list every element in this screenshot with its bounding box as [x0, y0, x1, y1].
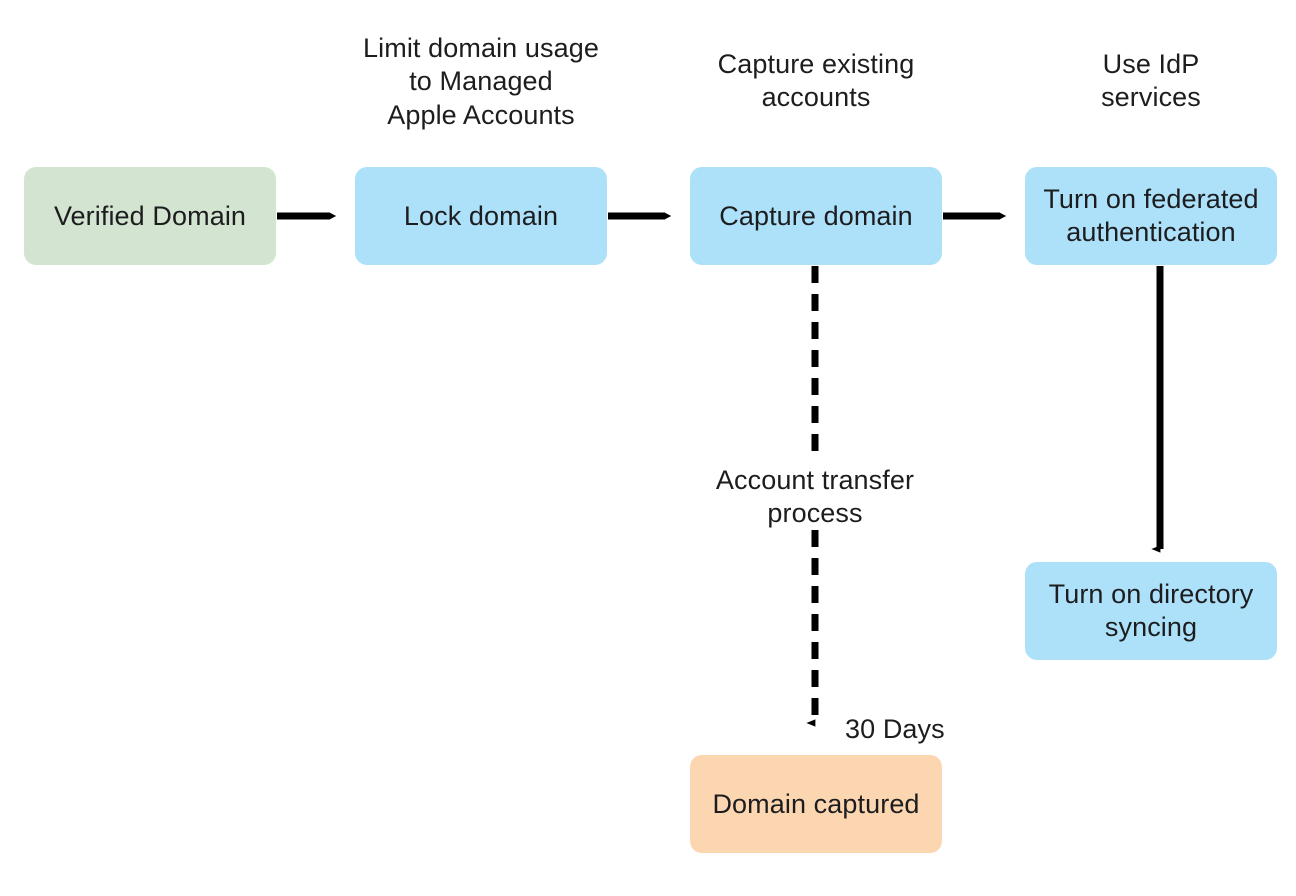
- caption-use-idp-services: Use IdP services: [1101, 49, 1201, 113]
- node-capture-domain[interactable]: Capture domain: [690, 167, 942, 265]
- node-domain-captured[interactable]: Domain captured: [690, 755, 942, 853]
- edge-label-account-transfer-process: Account transfer process: [715, 465, 915, 529]
- node-turn-on-directory-syncing[interactable]: Turn on directory syncing: [1025, 562, 1277, 660]
- node-lock-domain[interactable]: Lock domain: [355, 167, 607, 265]
- caption-capture-existing-accounts: Capture existing accounts: [717, 49, 915, 113]
- caption-limit-domain-usage: Limit domain usage to Managed Apple Acco…: [363, 33, 599, 130]
- node-turn-on-federated-authentication[interactable]: Turn on federated authentication: [1025, 167, 1277, 265]
- edge-label-30-days: 30 Days: [845, 714, 945, 744]
- node-verified-domain[interactable]: Verified Domain: [24, 167, 276, 265]
